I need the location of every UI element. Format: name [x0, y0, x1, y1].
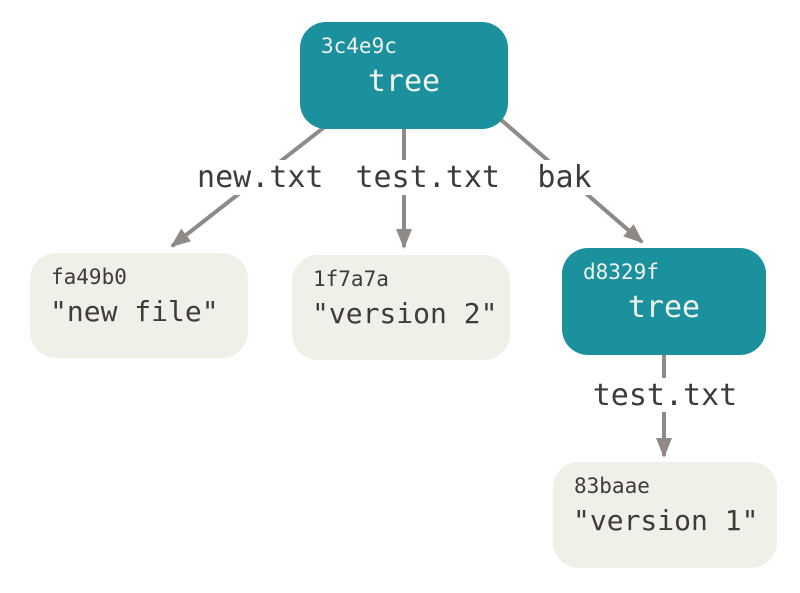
node-hash: d8329f	[583, 260, 659, 284]
blob-content: "version 1"	[573, 504, 759, 538]
edge-label-root-files: new.txt test.txt	[185, 160, 512, 195]
blob-content: "version 2"	[312, 297, 498, 331]
edge-label-bak-text: bak	[537, 160, 592, 195]
blob-node-fa49b0: fa49b0 "new file"	[30, 253, 248, 358]
node-type-label: tree	[367, 64, 441, 100]
edge-label-newtxt: new.txt	[197, 160, 324, 195]
node-hash: 3c4e9c	[321, 34, 397, 58]
edge-label-testtxt: test.txt	[355, 160, 500, 195]
edge-label-bak: bak	[523, 160, 606, 195]
node-hash: fa49b0	[51, 265, 127, 289]
node-hash: 1f7a7a	[313, 267, 389, 291]
node-hash: 83baae	[574, 474, 650, 498]
tree-node-3c4e9c: 3c4e9c tree	[300, 22, 508, 129]
tree-node-d8329f: d8329f tree	[562, 248, 766, 355]
node-type-label: tree	[627, 290, 701, 326]
blob-content: "new file"	[50, 295, 219, 329]
blob-node-83baae: 83baae "version 1"	[553, 462, 777, 568]
edge-label-subtree-testtxt-text: test.txt	[592, 377, 738, 413]
blob-node-1f7a7a: 1f7a7a "version 2"	[292, 255, 510, 360]
edge-label-subtree-testtxt: test.txt	[553, 377, 777, 413]
